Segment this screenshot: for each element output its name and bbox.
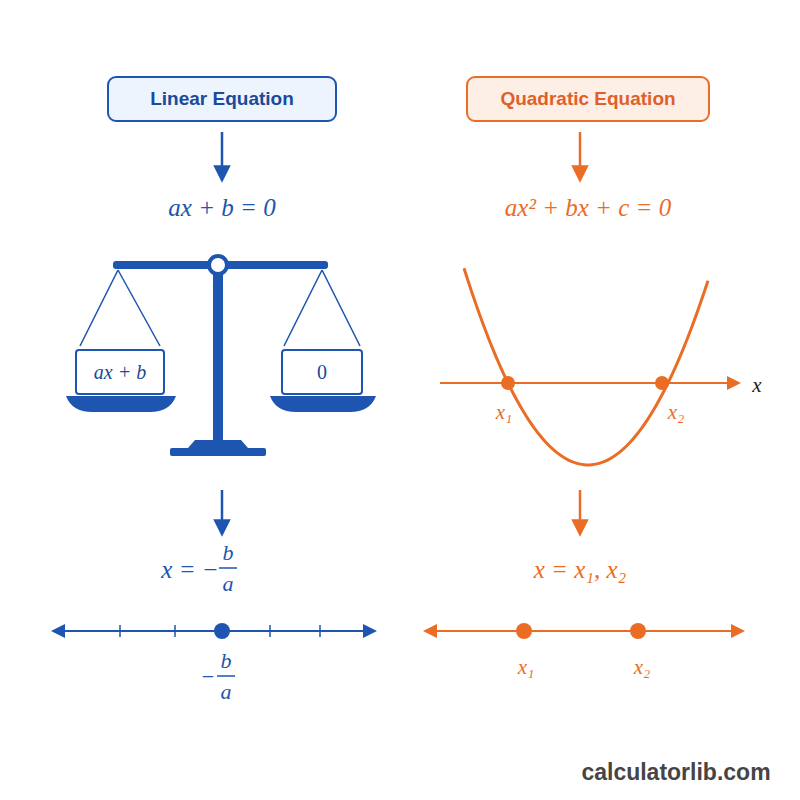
balance-scale [66, 256, 376, 456]
root-label: x₁ [518, 656, 535, 679]
fraction-part: − [202, 665, 214, 689]
flow-arrow [222, 132, 580, 528]
fraction-part: a [223, 572, 234, 596]
root-label: x₁ [496, 401, 513, 424]
parabola-graph [440, 268, 734, 465]
root-label: x₂ [634, 656, 651, 679]
scale-pan-box: ax + b [75, 349, 165, 395]
node-text: 0 [317, 361, 327, 384]
solution: x = − [161, 556, 218, 584]
fraction-bar [217, 568, 237, 676]
fraction-part: b [221, 649, 232, 673]
node-text: Quadratic Equation [500, 88, 675, 110]
node-text: ax + b [94, 361, 146, 384]
solution: x = x₁, x₂ [534, 556, 627, 584]
title-box: Linear Equation [107, 76, 337, 122]
node-text: Linear Equation [150, 88, 294, 110]
fraction-part: b [223, 541, 234, 565]
title-box: Quadratic Equation [466, 76, 710, 122]
equation: ax² + bx + c = 0 [505, 194, 671, 222]
watermark: calculatorlib.com [581, 760, 770, 785]
root-label: x₂ [668, 401, 685, 424]
scale-pan-box: 0 [281, 349, 363, 395]
fraction-part: a [221, 680, 232, 704]
equation: ax + b = 0 [168, 194, 275, 222]
number-line [58, 623, 738, 639]
axis-label: x [752, 374, 761, 397]
